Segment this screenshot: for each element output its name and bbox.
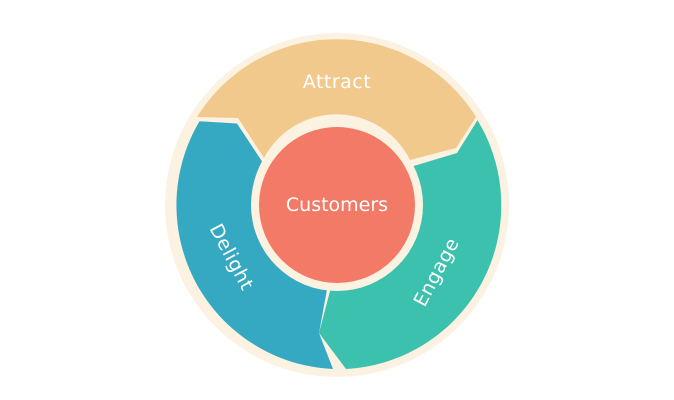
attract-label: Attract xyxy=(303,71,371,93)
delight-segment xyxy=(176,121,333,369)
attract-segment xyxy=(197,39,476,160)
customers-hub xyxy=(259,127,415,283)
hub-label: Customers xyxy=(286,194,388,216)
